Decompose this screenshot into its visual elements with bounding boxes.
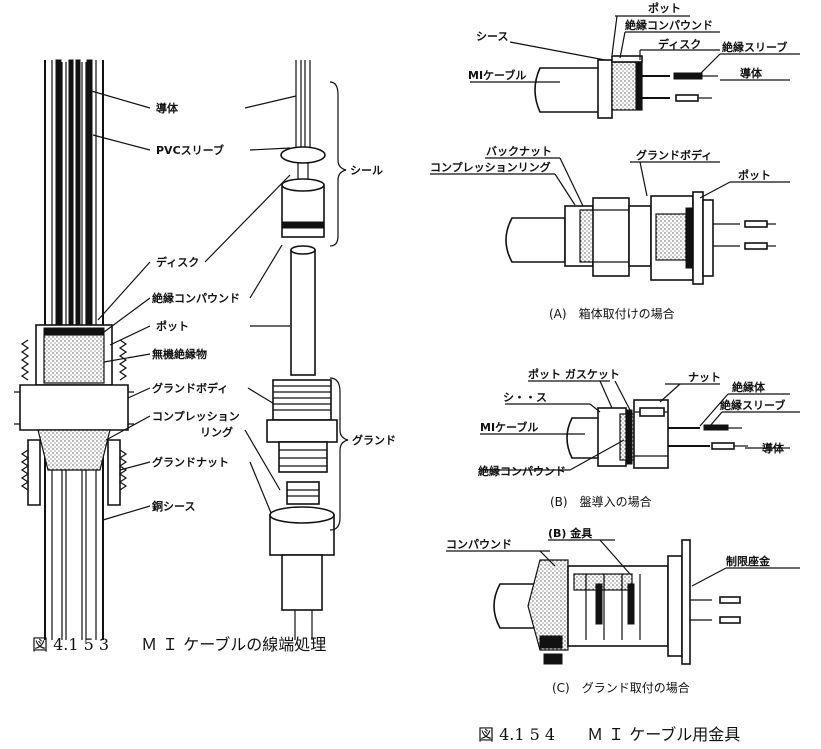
fig154-c-label-b-fitting: (B) 金具 [548,526,592,540]
fig154-a-label-compression-ring: コンプレッションリング [430,160,551,174]
fig154-a-drawing [505,191,776,285]
fig153-exploded-view [266,60,349,640]
fig154-a-label-pot-2: ポット [738,168,771,182]
fig154-a-label-insulating-sleeve: 絶縁スリーブ [722,40,787,54]
fig154-a-label-back-nut: バックナット [486,145,552,158]
fig154-b-caption: (B) 盤導入の場合 [550,494,652,509]
fig154-b-drawing [566,399,748,469]
fig153-label-conductor: 導体 [156,101,179,115]
fig153-label-pot: ポット [156,319,189,333]
fig154-b-label-insulator: 絶縁体 [732,380,766,394]
fig154-b-label-insulating-sleeve: 絶縁スリーブ [720,398,785,412]
fig153-label-inorganic-insulation: 無機絶縁物 [152,347,207,361]
fig154-a-label-mi-cable: MIケーブル [468,68,526,82]
fig154-c-leaders [446,539,800,587]
fig154-a-label-conductor: 導体 [740,66,763,80]
fig154-a-label-insulating-compound: 絶縁コンパウンド [625,18,713,32]
fig153-label-compression-2: リング [200,425,233,439]
fig154-a-top-drawing [534,55,718,119]
fig154-b-label-sheath: シ・・ス [503,391,547,404]
fig154-b-label-pot-gasket: ポット ガスケット [528,367,620,381]
fig154-b-leaders [480,380,800,471]
fig153-label-insulating-compound: 絶縁コンパウンド [152,291,240,305]
fig154-a-label-pot: ポット [648,1,681,15]
fig153-label-gland: グランド [352,433,396,447]
fig153-cross-section [14,59,134,640]
fig153-caption: 図 4.1 5 3 Ｍ Ｉ ケーブルの線端処理 [32,635,326,654]
fig154-a-label-disk: ディスク [658,37,701,51]
fig154-a-top-leaders [470,15,800,83]
fig154-c-drawing [493,539,741,665]
fig154-a-caption: (A) 箱体取付けの場合 [549,306,675,321]
fig153-label-gland-body: グランドボディ [152,381,228,395]
fig154-c-label-compound: コンパウンド [446,538,512,551]
fig154-a-label-sheath: シース [476,30,508,43]
fig153-label-disk: ディスク [156,255,199,269]
fig154-b-label-insulating-compound: 絶縁コンパウンド [478,464,566,478]
fig153-label-pvc-sleeve: PVCスリーブ [156,143,224,157]
fig153-label-compression-1: コンプレッション [152,409,240,423]
fig154-b-label-nut: ナット [688,371,721,384]
fig154-b-label-conductor: 導体 [762,441,785,455]
fig154-b-label-mi-cable: MIケーブル [480,420,538,434]
fig153-label-seal: シール [350,164,383,177]
fig154-a-label-gland-body: グランドボディ [636,148,712,162]
fig154-c-label-limit-washer: 制限座金 [726,554,771,568]
fig154-c-caption: (C) グランド取付の場合 [552,680,690,695]
fig153-label-gland-nut: グランドナット [152,455,229,469]
fig153-label-copper-sheath: 銅シース [152,499,195,513]
fig154-a-leaders [430,157,790,207]
fig154-caption: 図 4.1 5 4 Ｍ Ｉ ケーブル用金具 [478,725,740,744]
